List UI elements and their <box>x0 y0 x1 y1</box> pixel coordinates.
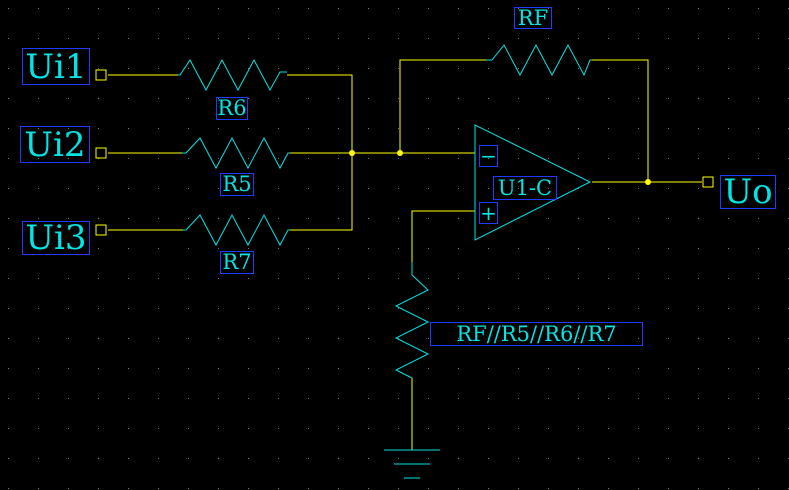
terminal-uo-icon <box>702 176 714 188</box>
junction-dot <box>349 150 355 156</box>
input-label-ui1: Ui1 <box>22 48 90 85</box>
resistor-r7-symbol <box>183 213 290 247</box>
wire-feedback-left <box>399 59 486 153</box>
terminal-ui1-icon <box>95 69 107 81</box>
wire-r7-node <box>290 153 353 231</box>
resistor-r5-symbol <box>182 136 290 170</box>
ground-icon <box>384 449 440 479</box>
wire-r6-node <box>287 74 353 153</box>
junction-dot <box>397 150 403 156</box>
wire-noninv <box>411 210 475 262</box>
terminal-ui2-icon <box>95 147 107 159</box>
resistor-label-rbal: RF//R5//R6//R7 <box>430 322 643 346</box>
output-label-uo: Uo <box>720 175 776 209</box>
resistor-rf-symbol <box>486 43 592 77</box>
junctions <box>349 150 651 185</box>
junction-dot <box>645 179 651 185</box>
wire-feedback-right <box>592 59 649 182</box>
terminals <box>95 69 714 236</box>
resistor-label-r5: R5 <box>220 173 254 196</box>
resistor-label-r6: R6 <box>216 96 248 120</box>
input-label-ui2: Ui2 <box>20 126 90 163</box>
resistor-r6-symbol <box>178 58 287 92</box>
opamp-triangle <box>474 124 592 241</box>
opamp-u1c <box>474 124 592 241</box>
wires <box>108 59 702 450</box>
resistors <box>178 43 592 379</box>
grid-dots <box>8 8 789 489</box>
input-label-ui3: Ui3 <box>22 221 90 255</box>
opamp-label-u1c: U1-C <box>493 176 557 200</box>
resistor-rbal-symbol <box>394 262 430 379</box>
opamp-noninverting-pin: + <box>479 201 498 225</box>
resistor-label-rf: RF <box>514 7 552 29</box>
opamp-inverting-pin: − <box>479 144 498 168</box>
terminal-ui3-icon <box>95 224 107 236</box>
resistor-label-r7: R7 <box>220 251 254 274</box>
